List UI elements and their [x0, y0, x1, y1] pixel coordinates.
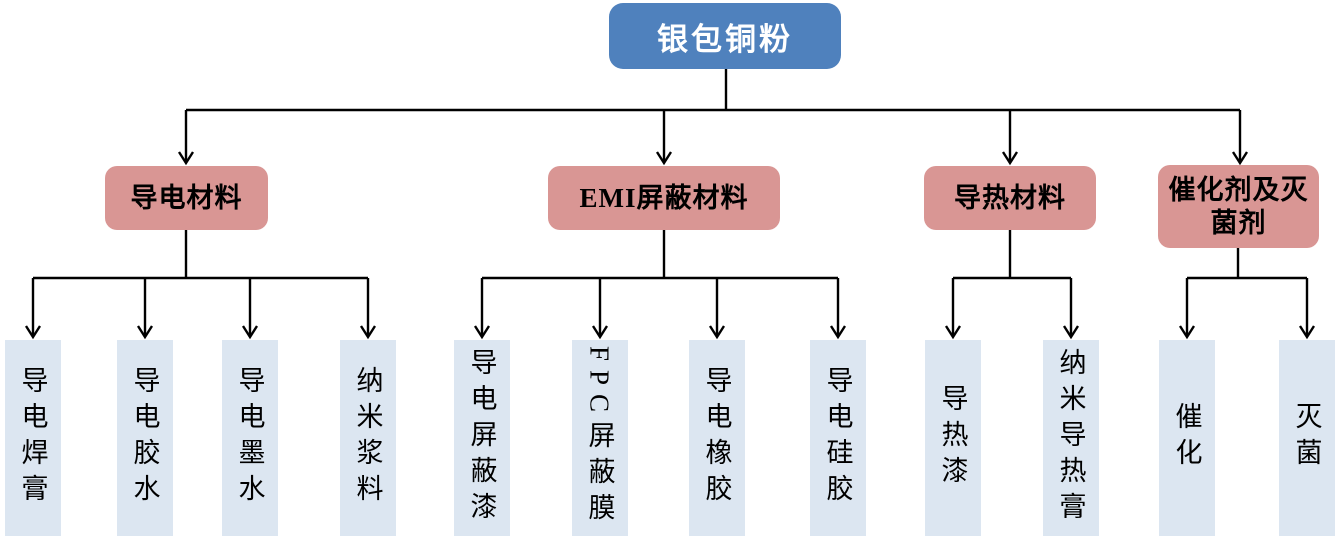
connector-group2-lines	[480, 230, 840, 335]
category-node-emi-shielding: EMI屏蔽材料	[548, 166, 780, 230]
leaf-node-conductive-ink: 导电墨水	[222, 340, 278, 536]
arrowheads-group1	[24, 325, 377, 340]
connector-level1-lines	[184, 68, 1242, 161]
leaf-node-conductive-rubber: 导电橡胶	[689, 340, 745, 536]
leaf-label: 导热漆	[937, 384, 968, 492]
category-label: 催化剂及灭菌剂	[1168, 174, 1309, 238]
leaf-label: 灭菌	[1291, 402, 1322, 474]
arrowheads-group2	[473, 325, 847, 340]
category-node-conductive: 导电材料	[105, 166, 268, 230]
category-label: EMI屏蔽材料	[579, 182, 749, 213]
arrowheads-group4	[1178, 325, 1316, 340]
leaf-label: 纳米浆料	[352, 366, 383, 510]
category-node-thermal: 导热材料	[924, 166, 1096, 230]
leaf-label: 导电橡胶	[701, 366, 732, 510]
leaf-node-conductive-silicone: 导电硅胶	[810, 340, 866, 536]
leaf-label: 导电硅胶	[822, 366, 853, 510]
leaf-node-fpc-shielding-film: FPC屏蔽膜	[572, 340, 628, 536]
leaf-label: 导电胶水	[129, 366, 160, 510]
leaf-node-conductive-glue: 导电胶水	[117, 340, 173, 536]
leaf-label: 催化	[1171, 402, 1202, 474]
leaf-node-nano-slurry: 纳米浆料	[340, 340, 396, 536]
root-node: 银包铜粉	[609, 3, 841, 69]
arrowheads-level1	[177, 151, 1249, 166]
category-label: 导电材料	[130, 182, 243, 213]
leaf-node-nano-thermal-paste: 纳米导热膏	[1043, 340, 1099, 536]
root-node-label: 银包铜粉	[657, 21, 793, 57]
leaf-label: FPC屏蔽膜	[584, 346, 615, 530]
connector-group1-lines	[31, 230, 370, 335]
arrowheads-group3	[944, 325, 1080, 340]
leaf-node-thermal-paint: 导热漆	[925, 340, 981, 536]
leaf-node-conductive-solder-paste: 导电焊膏	[5, 340, 61, 536]
category-label: 导热材料	[954, 182, 1066, 213]
leaf-label: 导电屏蔽漆	[466, 348, 497, 528]
leaf-label: 导电墨水	[234, 366, 265, 510]
leaf-node-conductive-shielding-paint: 导电屏蔽漆	[454, 340, 510, 536]
category-node-catalyst-sterilizer: 催化剂及灭菌剂	[1158, 165, 1319, 248]
connector-group3-lines	[951, 230, 1073, 335]
leaf-label: 纳米导热膏	[1055, 348, 1086, 528]
leaf-node-sterilization: 灭菌	[1279, 340, 1335, 536]
connector-group4-lines	[1185, 248, 1309, 335]
leaf-label: 导电焊膏	[17, 366, 48, 510]
leaf-node-catalysis: 催化	[1159, 340, 1215, 536]
